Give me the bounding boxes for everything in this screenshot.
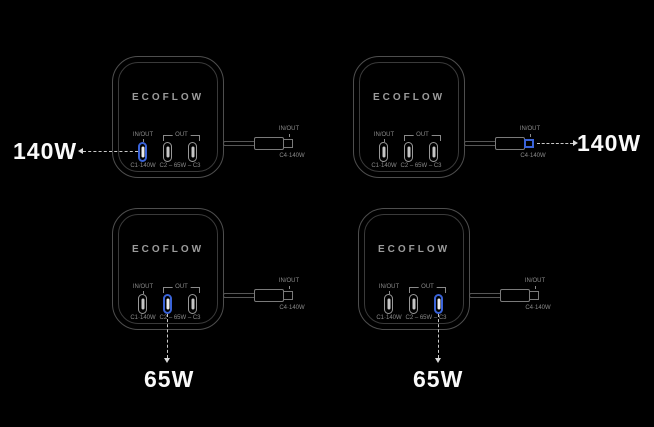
dashed-callout-line-top-right bbox=[537, 143, 573, 144]
cable-watt-label: C4·140W bbox=[525, 305, 551, 311]
cable-inout-label: IN/OUT bbox=[278, 126, 300, 132]
watt-annotation-bottom-right: 65W bbox=[413, 366, 464, 392]
ports-c2-c3-watt-label: C2 – 65W – C3 bbox=[159, 163, 201, 169]
cable-inout-label: IN/OUT bbox=[519, 126, 541, 132]
out-group-label: OUT bbox=[413, 132, 432, 139]
cable-watt-label: C4·140W bbox=[279, 153, 305, 159]
usb-c-port-c2 bbox=[409, 294, 418, 314]
cable-watt-label: C4·140W bbox=[279, 305, 305, 311]
cable-wire bbox=[223, 141, 255, 146]
port-c1-watt-label: C1·140W bbox=[130, 315, 156, 321]
arrowhead-left-icon bbox=[78, 148, 83, 154]
cable-tip-c4 bbox=[529, 291, 539, 300]
ecoflow-logo: ECOFLOW bbox=[377, 244, 451, 255]
charger-bottom-left: ECOFLOW IN/OUT OUT C1·140W C2 – 65W – C3… bbox=[112, 208, 305, 330]
usb-c-port-c2-highlighted bbox=[163, 294, 172, 314]
port-c1-inout-label: IN/OUT bbox=[373, 132, 395, 138]
cable-connector bbox=[254, 137, 284, 150]
port-c1-pointer-tick bbox=[389, 291, 390, 294]
usb-c-port-c1-highlighted bbox=[138, 142, 147, 162]
ports-c2-c3-watt-label: C2 – 65W – C3 bbox=[400, 163, 442, 169]
out-group-bracket: OUT bbox=[163, 132, 200, 141]
out-group-label: OUT bbox=[418, 284, 437, 291]
cable-wire bbox=[464, 141, 496, 146]
out-group-label: OUT bbox=[172, 132, 191, 139]
port-c1-watt-label: C1·140W bbox=[130, 163, 156, 169]
port-c1-inout-label: IN/OUT bbox=[378, 284, 400, 290]
cable-inout-label: IN/OUT bbox=[278, 278, 300, 284]
port-c1-inout-label: IN/OUT bbox=[132, 284, 154, 290]
port-c1-watt-label: C1·140W bbox=[371, 163, 397, 169]
cable-wire bbox=[223, 293, 255, 298]
charger-body-inner-outline bbox=[118, 214, 218, 324]
cable-tip-c4 bbox=[283, 291, 293, 300]
port-c1-pointer-tick bbox=[143, 139, 144, 142]
usb-c-port-c1 bbox=[379, 142, 388, 162]
port-c1-watt-label: C1·140W bbox=[376, 315, 402, 321]
arrowhead-down-icon bbox=[435, 358, 441, 363]
charger-body-outline bbox=[358, 208, 470, 330]
usb-c-port-c3 bbox=[188, 142, 197, 162]
cable-connector bbox=[254, 289, 284, 302]
charger-top-left: ECOFLOW IN/OUT OUT C1·140W C2 – 65W – C3… bbox=[112, 56, 305, 178]
ecoflow-logo: ECOFLOW bbox=[131, 92, 205, 103]
ecoflow-logo: ECOFLOW bbox=[372, 92, 446, 103]
usb-c-port-c3 bbox=[188, 294, 197, 314]
cable-connector bbox=[500, 289, 530, 302]
charger-top-right: ECOFLOW IN/OUT OUT C1·140W C2 – 65W – C3… bbox=[353, 56, 546, 178]
charger-body-outline bbox=[112, 208, 224, 330]
charger-body-inner-outline bbox=[364, 214, 464, 324]
cable-watt-label: C4·140W bbox=[520, 153, 546, 159]
dashed-callout-line-bottom-right bbox=[438, 314, 439, 358]
arrowhead-right-icon bbox=[573, 140, 578, 146]
charger-body-outline bbox=[112, 56, 224, 178]
cable-connector bbox=[495, 137, 525, 150]
dashed-callout-line-top-left bbox=[83, 151, 138, 152]
out-group-label: OUT bbox=[172, 284, 191, 291]
port-c1-pointer-tick bbox=[384, 139, 385, 142]
usb-c-port-c1 bbox=[384, 294, 393, 314]
ports-c2-c3-watt-label: C2 – 65W – C3 bbox=[405, 315, 447, 321]
usb-c-port-c2 bbox=[404, 142, 413, 162]
charger-body-outline bbox=[353, 56, 465, 178]
watt-annotation-top-right: 140W bbox=[577, 130, 642, 156]
out-group-bracket: OUT bbox=[163, 284, 200, 293]
charger-bottom-right: ECOFLOW IN/OUT OUT C1·140W C2 – 65W – C3… bbox=[358, 208, 551, 330]
arrowhead-down-icon bbox=[164, 358, 170, 363]
cable-tip-c4 bbox=[283, 139, 293, 148]
usb-c-port-c1 bbox=[138, 294, 147, 314]
cable-wire bbox=[469, 293, 501, 298]
cable-inout-label: IN/OUT bbox=[524, 278, 546, 284]
watt-annotation-top-left: 140W bbox=[13, 138, 78, 164]
cable-pointer-tick bbox=[289, 286, 290, 289]
out-group-bracket: OUT bbox=[404, 132, 441, 141]
charger-body-inner-outline bbox=[118, 62, 218, 172]
watt-annotation-bottom-left: 65W bbox=[144, 366, 195, 392]
cable-tip-c4-highlighted bbox=[524, 139, 534, 148]
dashed-callout-line-bottom-left bbox=[167, 314, 168, 358]
ecoflow-logo: ECOFLOW bbox=[131, 244, 205, 255]
ports-c2-c3-watt-label: C2 – 65W – C3 bbox=[159, 315, 201, 321]
out-group-bracket: OUT bbox=[409, 284, 446, 293]
usb-c-port-c3 bbox=[429, 142, 438, 162]
cable-pointer-tick bbox=[530, 134, 531, 137]
port-c1-inout-label: IN/OUT bbox=[132, 132, 154, 138]
usb-c-port-c2 bbox=[163, 142, 172, 162]
usb-c-port-c3-highlighted bbox=[434, 294, 443, 314]
charger-body-inner-outline bbox=[359, 62, 459, 172]
cable-pointer-tick bbox=[535, 286, 536, 289]
cable-pointer-tick bbox=[289, 134, 290, 137]
port-c1-pointer-tick bbox=[143, 291, 144, 294]
